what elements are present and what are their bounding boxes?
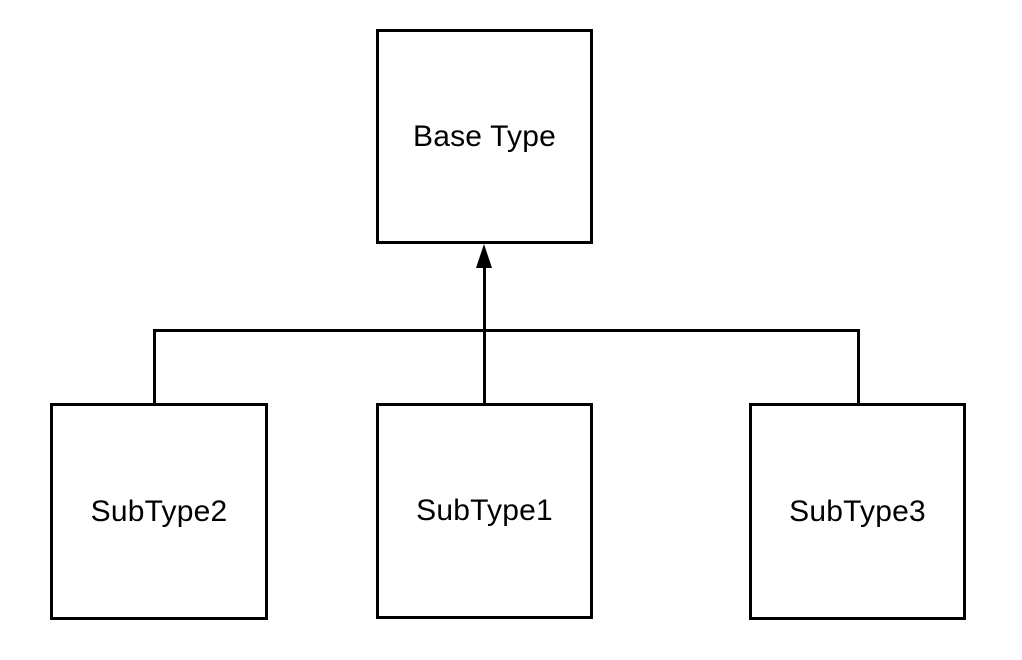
node-subtype3: SubType3 xyxy=(749,403,966,620)
connector-subtype1-line xyxy=(483,258,486,403)
node-subtype1-label: SubType1 xyxy=(416,494,553,527)
node-subtype2-label: SubType2 xyxy=(90,494,228,528)
connector-subtype3-line xyxy=(857,329,860,403)
node-subtype1: SubType1 xyxy=(376,403,593,619)
node-base-type-label: Base Type xyxy=(412,119,556,153)
inheritance-arrowhead-icon xyxy=(476,244,492,268)
connector-bus-line xyxy=(153,329,860,332)
connector-subtype2-line xyxy=(153,329,156,403)
node-subtype2: SubType2 xyxy=(50,403,268,620)
node-base-type: Base Type xyxy=(376,29,593,244)
node-subtype3-label: SubType3 xyxy=(789,494,926,528)
